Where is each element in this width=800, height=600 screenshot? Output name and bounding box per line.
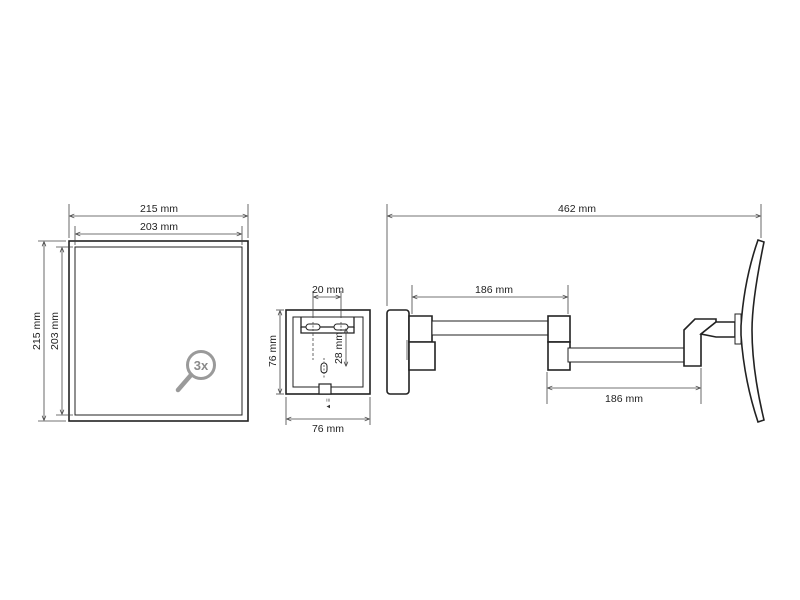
side-view: 462 mm 186 mm 186 mm [386, 203, 765, 424]
label-upper-arm: 186 mm [475, 284, 513, 296]
label-inner-height: 203 mm [49, 312, 61, 350]
label-plate-height: 76 mm [267, 335, 279, 367]
plate-orientation-label: ▲ ≡ [326, 398, 332, 410]
label-vertical-spacing: 28 mm [333, 332, 345, 364]
magnification-label: 3x [194, 358, 209, 373]
mirror-side-profile [740, 238, 765, 424]
upper-arm [431, 320, 551, 336]
lower-arm [567, 347, 687, 363]
side-wall-plate [386, 309, 410, 395]
label-hole-spacing: 20 mm [312, 284, 344, 296]
elbow-joint [547, 315, 571, 343]
label-total-length: 462 mm [558, 203, 596, 215]
label-outer-width: 215 mm [140, 203, 178, 215]
label-plate-width: 76 mm [312, 423, 344, 435]
label-lower-arm: 186 mm [605, 393, 643, 405]
label-outer-height: 215 mm [31, 312, 43, 350]
wall-plate-view: 20 mm 76 mm 28 mm ▲ ≡ 76 mm [267, 284, 371, 435]
label-inner-width: 203 mm [140, 221, 178, 233]
mirror-inner-glass [74, 246, 243, 416]
mirror-front-view: 3x 215 mm 203 mm 215 mm 203 mm [31, 203, 249, 422]
magnifier-icon: 3x [175, 350, 216, 393]
